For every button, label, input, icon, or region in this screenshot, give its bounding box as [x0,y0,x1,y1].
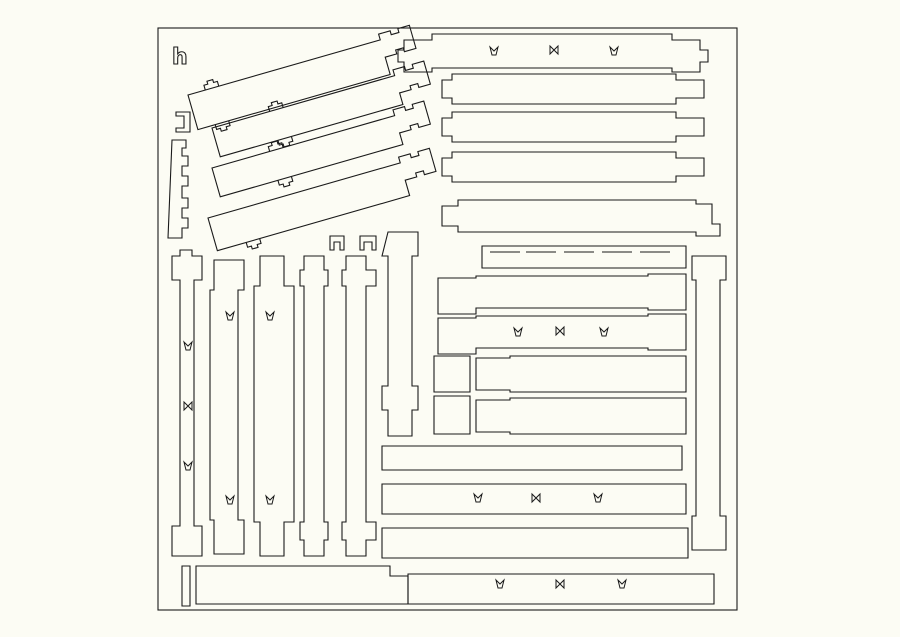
vert-plank-5 [341,255,377,557]
angled-plank-4 [207,147,437,252]
bottom-plank-1 [195,565,409,605]
mid-plank-1 [437,273,687,315]
low-plank-3 [381,527,689,559]
top-plank-3 [441,111,705,143]
tab-strip-left [167,139,189,239]
center-horizontal-planks [433,245,727,551]
small-clip-b [329,235,345,251]
vert-plank-right [691,255,727,551]
bottom-left-clip [181,565,191,607]
top-plank-4 [441,151,705,183]
angled-planks [167,24,437,252]
low-plank-1 [381,445,683,471]
vert-plank-4 [299,255,329,557]
vert-plank-3 [253,255,295,557]
angled-plank-3 [211,100,432,198]
vertical-planks [171,231,419,557]
angled-plank-2 [211,60,432,158]
vert-plank-1 [171,249,203,557]
clip-a [175,111,191,133]
mid-plank-3 [475,355,687,393]
angled-plank-1 [187,24,417,131]
tab-row [481,245,687,269]
lower-horizontal-planks [181,445,715,607]
small-clip-c [359,235,377,251]
low-plank-2 [381,483,687,515]
vert-plank-6 [381,231,419,437]
top-plank-1 [397,33,709,73]
mid-plank-4 [475,397,687,435]
bottom-plank-2 [407,573,715,605]
top-horizontal-planks [397,33,721,237]
corner-block-a [433,355,471,393]
corner-block-b [433,395,471,435]
mid-plank-2 [437,313,687,355]
vert-plank-2 [209,259,245,555]
top-plank-5 [441,199,721,237]
sheet-border [157,27,738,611]
logo-mark: h [172,45,188,70]
top-plank-2 [441,73,705,105]
